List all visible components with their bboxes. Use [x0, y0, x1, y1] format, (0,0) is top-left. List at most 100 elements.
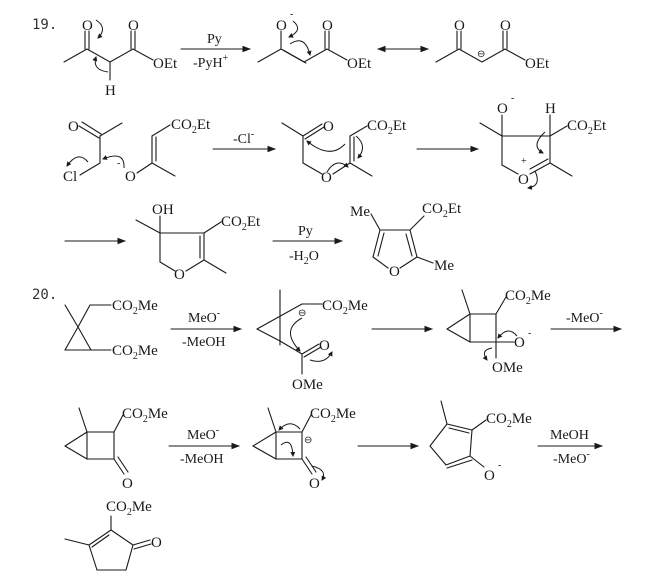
reaction-arrow: -Cl-: [212, 129, 277, 153]
curved-arrow-icon: [289, 40, 312, 56]
reagent-top: -Cl-: [233, 129, 254, 147]
reagent-bottom: -MeOH: [182, 335, 226, 350]
group-ome: OMe: [292, 377, 323, 393]
group-oet: OEt: [525, 56, 550, 72]
curved-arrow-icon: [280, 441, 296, 457]
charge: +: [521, 156, 527, 167]
problem-number-20: 20.: [32, 287, 57, 303]
atom-o: O: [389, 264, 400, 280]
reagent-top: MeO-: [188, 308, 220, 326]
curved-arrow-icon: [95, 19, 103, 39]
molecule-furan-product: Me CO2Et O Me: [350, 201, 462, 280]
atom-o: O: [128, 18, 139, 34]
atom-o: O: [276, 18, 287, 34]
atom-o: O: [68, 119, 79, 135]
reagent-bottom: -MeO-: [553, 449, 590, 467]
group-oet: OEt: [347, 56, 372, 72]
molecule-carbanion: O O ⊖ OEt: [435, 18, 550, 72]
reaction-arrow: MeO- -MeOH: [168, 425, 241, 467]
group-me: Me: [350, 204, 370, 220]
molecule-enol-ether: O O CO2Et: [281, 118, 407, 186]
group-co2et: CO2Et: [367, 118, 407, 137]
charge: -: [511, 93, 514, 104]
curved-arrow-icon: [355, 135, 363, 159]
curved-arrow-icon: [102, 155, 125, 169]
group-co2et: CO2Et: [171, 117, 211, 136]
group-co2et: CO2Et: [567, 118, 607, 137]
atom-o: O: [454, 18, 465, 34]
atom-o: O: [122, 476, 133, 492]
reagent-top: MeO-: [187, 425, 219, 443]
reagent-bottom: -PyH+: [193, 53, 229, 71]
reagent-top: MeOH: [550, 428, 589, 443]
group-oet: OEt: [153, 56, 178, 72]
group-co2et: CO2Et: [221, 214, 261, 233]
atom-h: H: [105, 83, 116, 99]
group-co2et: CO2Et: [422, 201, 462, 220]
curved-arrow-icon: [482, 347, 493, 361]
molecule-cyclopropyl-carbanion: CO2Me ⊖ O OMe: [256, 289, 368, 393]
group-co2me: CO2Me: [122, 406, 168, 425]
curved-arrow-icon: [311, 465, 327, 481]
atom-h: H: [545, 101, 556, 117]
reaction-arrow: MeO- -MeOH: [170, 308, 243, 350]
group-ome: OMe: [492, 360, 523, 376]
curved-arrow-icon: [306, 140, 346, 152]
reagent-top: -MeO-: [566, 308, 603, 326]
molecule-bicyclic-ketoester: CO2Me O: [64, 406, 168, 492]
atom-o: O: [484, 468, 495, 484]
molecule-chloroketone-and-enolate: O Cl - O CO2Et: [63, 117, 211, 185]
charge: -: [498, 460, 501, 471]
atom-o: O: [323, 119, 334, 135]
atom-o: O: [151, 535, 162, 551]
group-co2me: CO2Me: [505, 288, 551, 307]
molecule-enolate: O - O OEt: [257, 9, 372, 72]
atom-o: O: [125, 169, 136, 185]
group-co2me: CO2Me: [112, 343, 158, 362]
reaction-arrow: Py -PyH+: [180, 32, 252, 71]
molecule-bicyclic-enolate: CO2Me ⊖ O: [252, 406, 356, 492]
curved-arrow-icon: [527, 170, 538, 190]
molecule-cyclopropane-diester: CO2Me CO2Me: [64, 298, 158, 362]
curved-arrow-icon: [309, 351, 333, 362]
charge: ⊖: [304, 435, 312, 446]
group-oh: OH: [152, 202, 174, 218]
molecule-hydroxy-dihydrofuran: OH CO2Et O: [135, 202, 261, 283]
charge: -: [528, 328, 531, 339]
atom-o: O: [309, 476, 320, 492]
curved-arrow-icon: [92, 56, 109, 73]
molecule-ethyl-acetoacetate: O O OEt H: [63, 18, 178, 99]
molecule-bicyclic-alkoxide: CO2Me O - OMe: [446, 288, 551, 376]
problem-number-19: 19.: [32, 17, 57, 33]
reaction-arrow: MeOH -MeO-: [537, 428, 604, 467]
group-co2me: CO2Me: [106, 499, 152, 518]
group-co2me: CO2Me: [310, 406, 356, 425]
curved-arrow-icon: [326, 162, 349, 173]
curved-arrow-icon: [536, 131, 546, 154]
curved-arrow-icon: [290, 317, 303, 352]
atom-o: O: [500, 18, 511, 34]
atom-cl: Cl: [63, 169, 77, 185]
reagent-bottom: -MeOH: [180, 452, 224, 467]
reagent-top: Py: [207, 32, 222, 47]
group-me: Me: [434, 258, 454, 274]
atom-o: O: [518, 172, 529, 188]
curved-arrow-icon: [66, 156, 89, 167]
group-co2me: CO2Me: [322, 298, 368, 317]
group-co2me: CO2Me: [112, 298, 158, 317]
reagent-bottom: -H2O: [289, 249, 319, 267]
atom-o: O: [514, 335, 525, 351]
curved-arrow-icon: [497, 330, 518, 339]
group-co2me: CO2Me: [486, 411, 532, 430]
atom-o: O: [174, 267, 185, 283]
curved-arrow-icon: [278, 423, 301, 431]
molecule-oxocarbenium-intermediate: O - H CO2Et O +: [479, 93, 607, 190]
curved-arrow-icon: [288, 20, 299, 38]
atom-o: O: [321, 170, 332, 186]
charge: ⊖: [298, 308, 306, 319]
charge: -: [117, 158, 120, 169]
charge: ⊖: [477, 49, 485, 60]
atom-o: O: [322, 18, 333, 34]
reaction-arrow: -MeO-: [550, 308, 623, 333]
